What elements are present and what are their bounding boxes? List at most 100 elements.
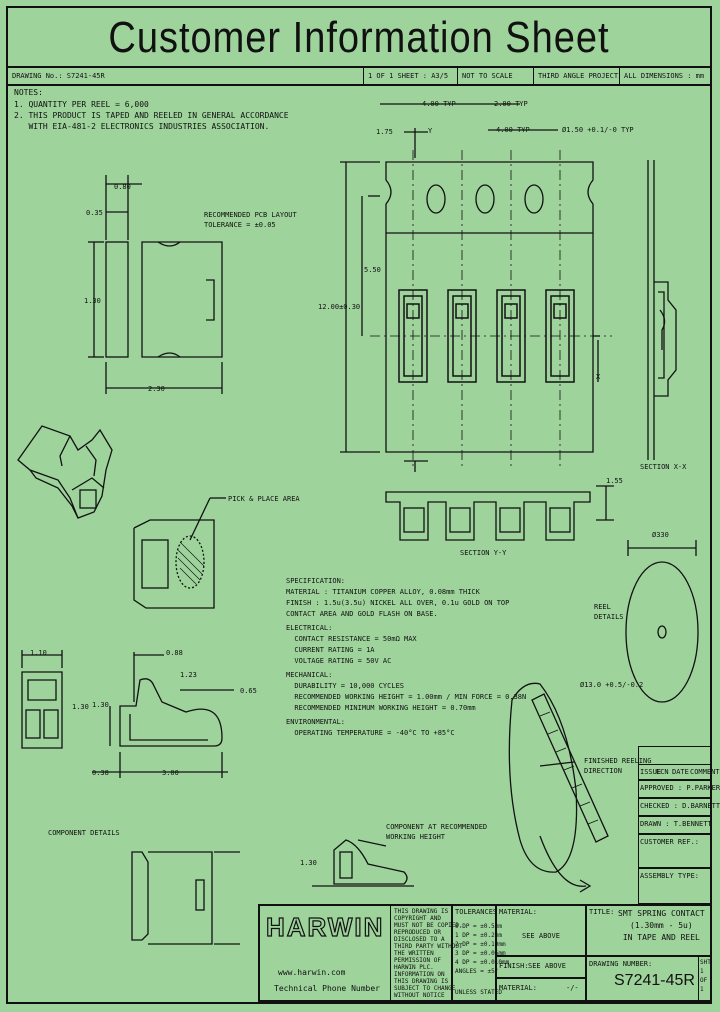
- spec-line: ELECTRICAL:: [286, 624, 333, 632]
- copyright-text: THIS DRAWING IS COPYRIGHT AND MUST NOT B…: [394, 908, 463, 999]
- spec-line: OPERATING TEMPERATURE = -40°C TO +85°C: [286, 729, 455, 737]
- dim-comp-d: 1.23: [180, 671, 197, 679]
- dim-width: 5.50: [364, 266, 381, 274]
- revision-col: ISSUE: [640, 768, 662, 776]
- section-xx-view: [647, 160, 677, 460]
- dim-comp-height2: 1.30: [92, 701, 109, 709]
- sheet-value: SHT 1 OF 1: [700, 959, 711, 993]
- component-details-label: COMPONENT DETAILS: [48, 829, 120, 837]
- dim-pad-height: 1.30: [84, 297, 101, 305]
- pcb-layout-view: [88, 175, 223, 394]
- header-rule: [6, 84, 712, 86]
- tolerances-cell: [452, 904, 496, 1002]
- revision-approved: APPROVED : P.PARKER: [640, 784, 720, 792]
- tech-phone: Technical Phone Number: [274, 984, 380, 993]
- section-xx-label: SECTION X-X: [640, 463, 687, 471]
- revision-row: [638, 798, 712, 816]
- spec-line: MATERIAL : TITANIUM COPPER ALLOY, 0.08mm…: [286, 588, 480, 596]
- spec-line: CONTACT AREA AND GOLD FLASH ON BASE.: [286, 610, 438, 618]
- pcb-layout-label: RECOMMENDED PCB LAYOUT TOLERANCE = ±0.05: [204, 211, 297, 229]
- dim-comp-b: 0.65: [240, 687, 257, 695]
- section-mark-y: Y: [428, 127, 433, 135]
- material-value: SEE ABOVE: [522, 932, 560, 940]
- sheet-title: Customer Information Sheet: [108, 13, 610, 63]
- finish-label: FINISH:: [499, 962, 529, 970]
- tolerances-unless: UNLESS STATED: [455, 989, 502, 996]
- revision-checked: CHECKED : D.BARNETT: [640, 802, 720, 810]
- reel-view: [625, 540, 699, 703]
- revision-header-row: [638, 764, 712, 780]
- material2-label: MATERIAL:: [499, 984, 537, 992]
- dim-comp-a: 0.88: [166, 649, 183, 657]
- dim-hole-pitch: 2.00 TYP: [494, 100, 528, 108]
- section-yy-view: [385, 485, 614, 541]
- pick-place-view: [133, 497, 226, 609]
- material2-value: -/-: [566, 984, 579, 992]
- header-dimensions: ALL DIMENSIONS : mm: [624, 72, 705, 80]
- component-side-view: [92, 652, 234, 778]
- spec-line: FINISH : 1.5u(3.5u) NICKEL ALL OVER, 0.1…: [286, 599, 510, 607]
- dim-comp-height: 1.30: [72, 703, 89, 711]
- material2-cell: [496, 978, 586, 1002]
- revision-col: ECN: [656, 768, 669, 776]
- note-line: WITH EIA-481-2 ELECTRONICS INDUSTRIES AS…: [14, 122, 270, 131]
- section-mark-x: X: [596, 373, 601, 381]
- revision-drawn: DRAWN : T.BENNETT: [640, 820, 712, 828]
- dim-tape-width: 12.00±0.30: [318, 303, 361, 311]
- header-scale: NOT TO SCALE: [458, 68, 534, 84]
- finish-cell: [496, 956, 586, 978]
- finish-value: SEE ABOVE: [528, 962, 566, 970]
- dim-comp-c: 0.38: [92, 769, 109, 777]
- spec-heading: SPECIFICATION:: [286, 577, 346, 585]
- revision-col: DATE: [672, 768, 689, 776]
- revision-col: COMMENT: [690, 768, 720, 776]
- title-cell: [586, 904, 712, 956]
- spec-line: CURRENT RATING = 1A: [286, 646, 375, 654]
- dim-pocket-pitch: 4.00 TYP: [496, 126, 530, 134]
- dim-tape-pitch: 4.00 TYP: [422, 100, 456, 108]
- dim-mount-height: 1.30: [300, 859, 317, 867]
- component-mounted-view: [312, 839, 414, 887]
- dim-hub-dia: Ø13.0 +0.5/-0.2: [580, 681, 644, 689]
- drawing-number-value: S7241-45R: [614, 972, 695, 989]
- sheet-cell: [698, 956, 712, 1002]
- tape-top-view: [340, 103, 612, 472]
- header-drawing-no: DRAWING No.: S7241-45R: [8, 68, 364, 84]
- dim-reel-dia: Ø330: [652, 531, 669, 539]
- header-projection: THIRD ANGLE PROJECTION: [534, 68, 620, 84]
- harwin-logo: HARWIN: [265, 911, 385, 942]
- spec-line: ENVIRONMENTAL:: [286, 718, 346, 726]
- dim-comp-length: 3.00: [162, 769, 179, 777]
- drawing-number-label: DRAWING NUMBER:: [589, 960, 653, 968]
- tolerances-text: 0 DP = ±0.5mm 1 DP = ±0.2mm 2 DP = ±0.10…: [455, 923, 510, 975]
- component-bottom-view: [131, 851, 240, 945]
- notes-heading: NOTES:: [14, 88, 43, 97]
- dim-hole-dia: Ø1.50 +0.1/-0 TYP: [562, 126, 634, 134]
- revision-row: [638, 834, 712, 868]
- tolerances-heading: TOLERANCES: [455, 908, 498, 916]
- component-end-view: [21, 650, 63, 749]
- spec-line: RECOMMENDED WORKING HEIGHT = 1.00mm / MI…: [286, 693, 527, 701]
- material-label: MATERIAL:: [499, 908, 537, 916]
- dim-depth: 1.55: [606, 477, 623, 485]
- title-label: TITLE:: [589, 908, 615, 916]
- note-line: 1. QUANTITY PER REEL = 6,000: [14, 100, 149, 109]
- revision-row: [638, 816, 712, 834]
- title-rule: [6, 66, 712, 68]
- note-line: 2. THIS PRODUCT IS TAPED AND REELED IN G…: [14, 111, 289, 120]
- spec-line: CONTACT RESISTANCE = 50mΩ MAX: [286, 635, 417, 643]
- dim-pad-total: 2.30: [148, 385, 165, 393]
- revision-customer-ref: CUSTOMER REF.:: [640, 838, 700, 846]
- dim-pad-width: 0.80: [114, 183, 131, 191]
- dim-edge: 1.75: [376, 128, 393, 136]
- revision-assembly-type: ASSEMBLY TYPE:: [640, 872, 700, 880]
- material-cell: [496, 904, 586, 956]
- reeling-direction-view: [508, 682, 609, 893]
- dim-comp-width: 1.10: [30, 649, 47, 657]
- section-yy-label: SECTION Y-Y: [460, 549, 507, 557]
- component-mounted-label: COMPONENT AT RECOMMENDED WORKING HEIGHT: [386, 823, 488, 841]
- spec-line: DURABILITY = 10,000 CYCLES: [286, 682, 405, 690]
- sheet-border: [6, 6, 712, 1004]
- dim-pad-gap: 0.35: [86, 209, 103, 217]
